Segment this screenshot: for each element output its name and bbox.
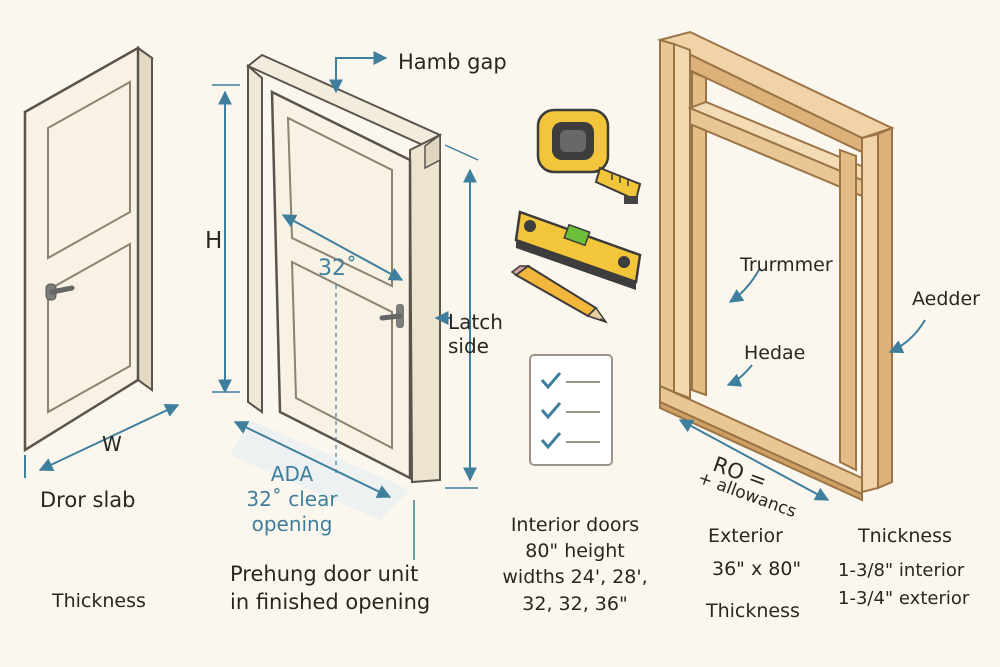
rough-opening-frame: [657, 30, 895, 502]
door-slab: [23, 45, 154, 453]
clear-width-label: 32˚: [318, 256, 357, 281]
ada-dimension: [233, 421, 392, 498]
trimmer-label: Trurmmer: [740, 254, 833, 276]
thickness-values: 1-3/8" interior 1-3/4" exterior: [838, 560, 970, 609]
width-label: W: [102, 432, 122, 456]
width-dimension: [38, 404, 180, 471]
thickness-label-exterior: Thickness: [706, 600, 800, 622]
header-label-right: Aedder: [912, 288, 980, 310]
level-icon: [514, 210, 642, 290]
checklist-icon: [529, 354, 613, 466]
jamb-gap-label: Hamb gap: [398, 50, 507, 74]
prehung-door-unit: [230, 53, 442, 520]
pencil-icon: [510, 264, 608, 324]
clear-width-dimension: [281, 214, 404, 281]
height-label: H: [205, 228, 223, 254]
jamb-gap-pointer: [329, 51, 388, 94]
header-label-inner: Hedae: [744, 342, 806, 364]
tape-measure-icon: [536, 108, 642, 204]
rough-opening-dimension: [678, 419, 830, 501]
latch-side-label: Latch side: [448, 310, 503, 358]
door-slab-label: Dror slab: [40, 488, 136, 512]
exterior-size: 36" x 80": [712, 558, 802, 580]
thickness-title: Tnickness: [858, 525, 952, 547]
interior-doors-caption: Interior doors 80" height widths 24', 28…: [502, 514, 648, 615]
ada-clear-label: ADA 32˚ clear opening: [246, 462, 338, 536]
exterior-title: Exterior: [708, 525, 783, 547]
thickness-label-left: Thickness: [52, 590, 146, 612]
prehung-caption: Prehung door unit in finished opening: [230, 562, 431, 615]
